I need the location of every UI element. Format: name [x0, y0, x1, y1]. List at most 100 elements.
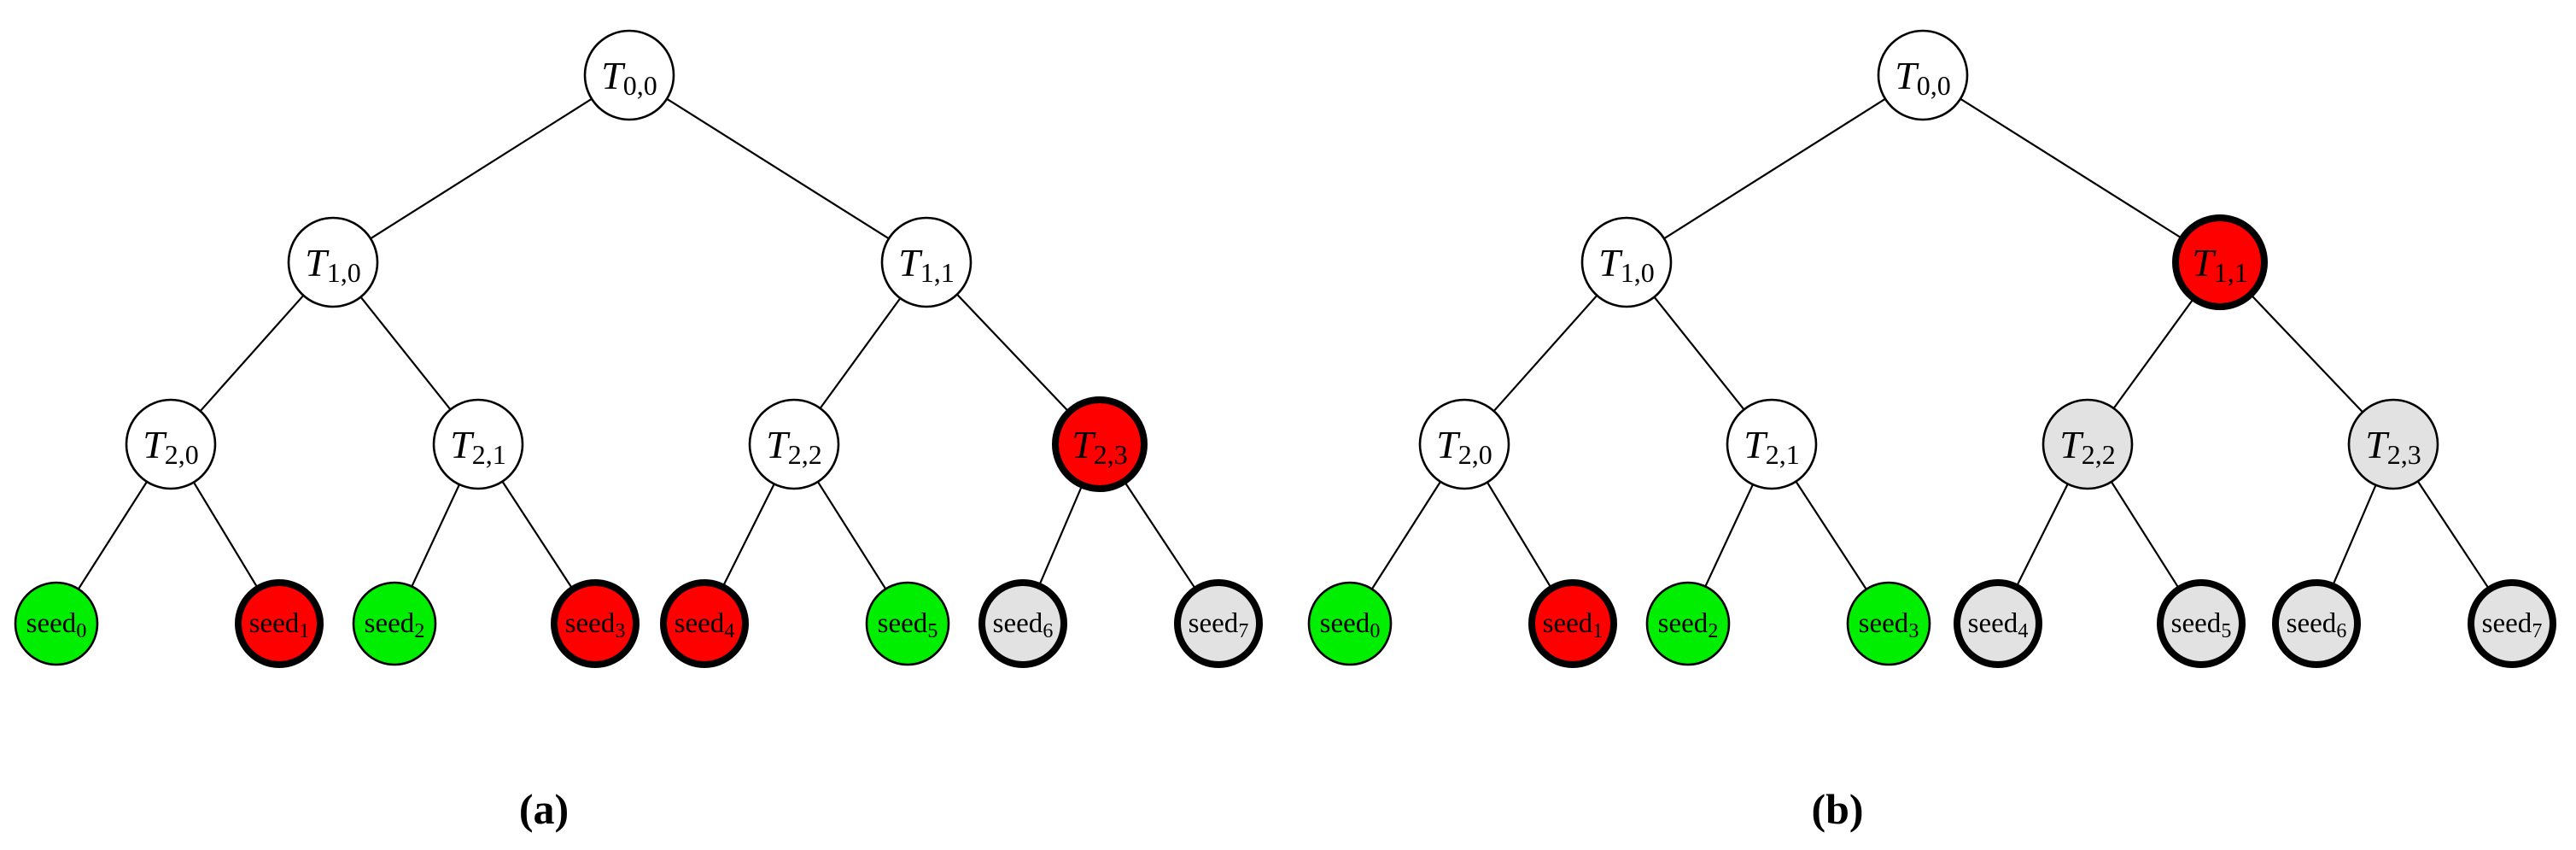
tree-node-a-l7[interactable]: seed7 — [1174, 579, 1263, 668]
tree-edge — [359, 295, 453, 412]
panel-caption-b: (b) — [1811, 785, 1864, 833]
node-circle — [432, 398, 524, 490]
node-label: seed0 — [26, 608, 87, 642]
node-circle — [978, 579, 1067, 668]
tree-node-a-t0_0[interactable]: T0,0 — [583, 29, 675, 121]
tree-edge — [1794, 479, 1868, 591]
node-circle — [1726, 398, 1818, 490]
tree-node-a-l4[interactable]: seed4 — [660, 579, 749, 668]
node-circle — [748, 398, 840, 490]
tree-edge — [369, 97, 593, 240]
tree-node-b-l4[interactable]: seed4 — [1954, 579, 2042, 668]
tree-edge — [816, 479, 887, 591]
tree-edge — [2112, 296, 2196, 410]
node-label: T2,0 — [143, 423, 199, 471]
node-label: T2,2 — [766, 423, 822, 471]
tree-edge — [1662, 97, 1887, 240]
nodes-layer: T0,0T1,0 T1,1T2,0 T2,1 T2,2 T2,3 seed0 seed1 se… — [14, 29, 2556, 668]
node-circle — [14, 581, 99, 666]
node-circle — [1846, 581, 1931, 666]
node-circle — [1877, 29, 1969, 121]
tree-edge — [2416, 479, 2491, 591]
node-label: T2,2 — [2059, 423, 2116, 471]
node-label: seed7 — [1189, 608, 1249, 642]
node-label: T2,3 — [1072, 423, 1128, 471]
tree-edge — [1652, 295, 1746, 412]
tree-node-b-t2_3[interactable]: T2,3 — [2347, 398, 2439, 490]
tree-node-a-l0[interactable]: seed0 — [14, 581, 99, 666]
node-label: T2,1 — [1744, 423, 1800, 471]
node-label: seed5 — [2171, 608, 2232, 642]
node-circle — [1418, 398, 1510, 490]
tree-node-b-t0_0[interactable]: T0,0 — [1877, 29, 1969, 121]
node-label: seed2 — [365, 608, 425, 642]
node-label: seed4 — [675, 608, 735, 642]
tree-edge — [2014, 482, 2070, 589]
tree-edge — [721, 482, 776, 589]
node-label: T1,0 — [1598, 241, 1655, 289]
node-circle — [583, 29, 675, 121]
tree-node-b-t2_2[interactable]: T2,2 — [2042, 398, 2134, 490]
tree-edge — [1959, 97, 2184, 240]
tree-node-a-l6[interactable]: seed6 — [978, 579, 1067, 668]
tree-node-a-l3[interactable]: seed3 — [551, 579, 640, 668]
tree-edge — [1492, 293, 1599, 413]
tree-node-a-t2_1[interactable]: T2,1 — [432, 398, 524, 490]
tree-node-a-t2_0[interactable]: T2,0 — [125, 398, 217, 490]
node-circle — [2347, 398, 2439, 490]
tree-node-a-t1_0[interactable]: T1,0 — [287, 216, 379, 308]
tree-node-b-l7[interactable]: seed7 — [2468, 579, 2556, 668]
tree-node-b-t2_1[interactable]: T2,1 — [1726, 398, 1818, 490]
tree-node-b-t1_0[interactable]: T1,0 — [1580, 216, 1673, 308]
node-label: T1,1 — [898, 241, 955, 289]
tree-node-b-t2_0[interactable]: T2,0 — [1418, 398, 1510, 490]
node-label: seed0 — [1320, 608, 1381, 642]
tree-node-b-l1[interactable]: seed1 — [1528, 579, 1617, 668]
tree-edge — [1370, 479, 1442, 591]
tree-edge — [2331, 483, 2378, 588]
tree-edge — [1486, 480, 1553, 590]
edges-layer — [77, 97, 2491, 591]
tree-node-a-l1[interactable]: seed1 — [235, 579, 324, 668]
tree-edge — [1037, 483, 1084, 588]
node-circle — [235, 579, 324, 668]
tree-edge — [410, 483, 461, 589]
tree-node-b-l3[interactable]: seed3 — [1846, 581, 1931, 666]
node-circle — [2272, 579, 2361, 668]
tree-node-b-l2[interactable]: seed2 — [1645, 581, 1731, 666]
tree-node-b-t1_1[interactable]: T1,1 — [2172, 214, 2268, 310]
tree-edge — [500, 479, 575, 591]
node-circle — [2172, 214, 2268, 310]
node-label: T0,0 — [1895, 54, 1951, 102]
tree-node-a-l5[interactable]: seed5 — [865, 581, 950, 666]
node-circle — [352, 581, 437, 666]
node-circle — [1528, 579, 1617, 668]
node-circle — [1052, 396, 1148, 492]
node-label: seed4 — [1968, 608, 2029, 642]
panel-caption-a: (a) — [518, 785, 570, 833]
tree-node-a-t2_2[interactable]: T2,2 — [748, 398, 840, 490]
node-label: seed7 — [2482, 608, 2543, 642]
node-circle — [2468, 579, 2556, 668]
node-circle — [2157, 579, 2246, 668]
tree-node-a-t2_3[interactable]: T2,3 — [1052, 396, 1148, 492]
tree-edge — [2110, 479, 2181, 591]
node-label: T1,0 — [305, 241, 361, 289]
tree-edge — [1123, 479, 1198, 591]
node-label: seed3 — [565, 608, 626, 642]
tree-edge — [192, 480, 260, 590]
node-label: T2,0 — [1436, 423, 1492, 471]
node-circle — [1174, 579, 1263, 668]
node-label: seed2 — [1658, 608, 1719, 642]
node-label: T2,1 — [450, 423, 506, 471]
tree-edge — [1703, 483, 1755, 589]
node-circle — [1645, 581, 1731, 666]
tree-node-b-l0[interactable]: seed0 — [1307, 581, 1393, 666]
tree-node-b-l5[interactable]: seed5 — [2157, 579, 2246, 668]
tree-node-b-l6[interactable]: seed6 — [2272, 579, 2361, 668]
node-circle — [287, 216, 379, 308]
tree-edge — [955, 292, 1071, 414]
tree-node-a-l2[interactable]: seed2 — [352, 581, 437, 666]
tree-node-a-t1_1[interactable]: T1,1 — [880, 216, 973, 308]
node-circle — [1307, 581, 1393, 666]
